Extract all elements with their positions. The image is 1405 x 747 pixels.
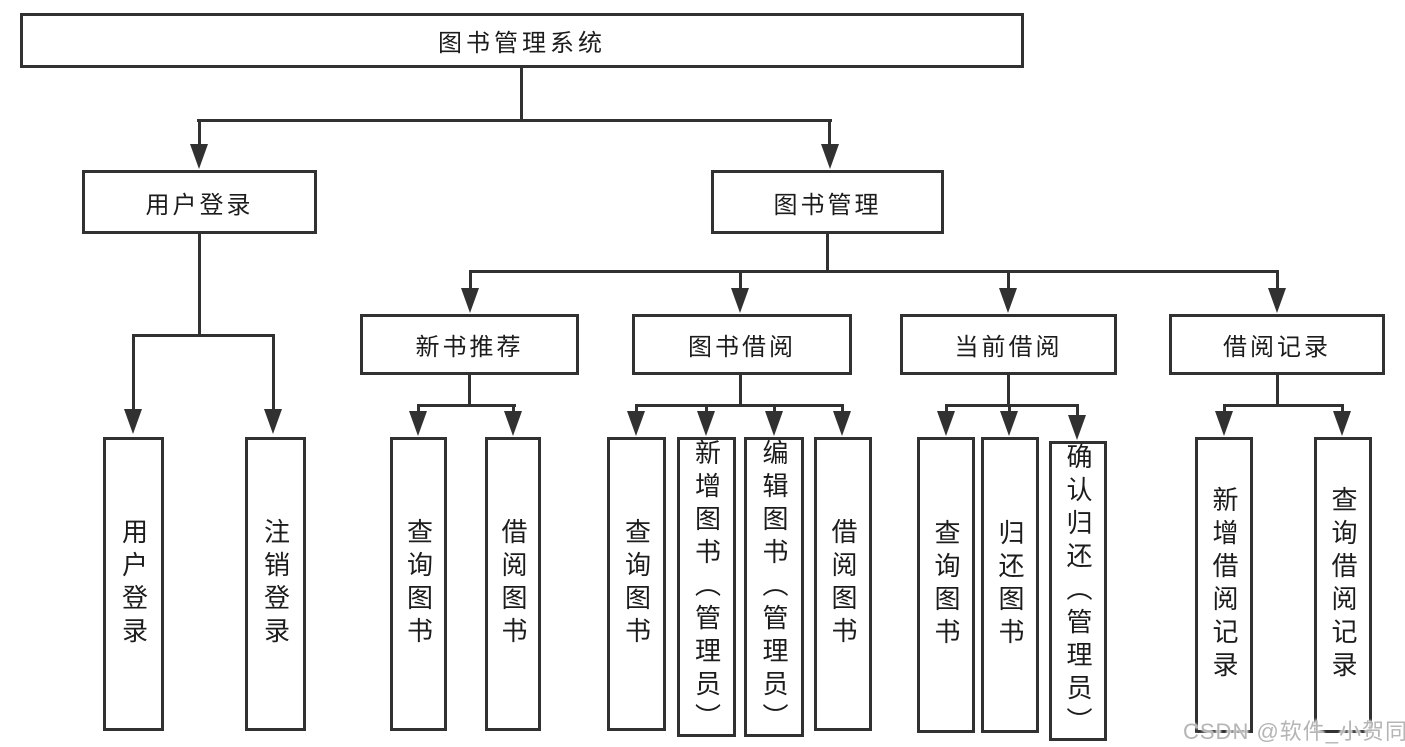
connector-arrow-shaft [773,404,776,414]
arrow-down-icon [833,411,851,436]
node-current-borrow-label: 当前借阅 [954,334,1063,361]
connector-root-crossbar [197,119,832,122]
leaf-confirm-return-admin-label: 确认归还（管理员） [1063,442,1093,740]
leaf-borrow-books-recommend: 借阅图书 [485,437,541,731]
connector-arrow-shaft [1007,270,1010,290]
leaf-borrow-books: 借阅图书 [814,437,872,731]
leaf-logout-label: 注销登录 [260,518,291,650]
connector-groupA-stem [468,375,471,407]
leaf-edit-books-admin-label: 编辑图书（管理员） [759,438,789,736]
connector-user-login-crossbar [132,334,275,337]
leaf-return-books-label: 归还图书 [995,519,1025,651]
leaf-query-books-current-label: 查询图书 [931,519,961,651]
connector-arrow-shaft [705,404,708,414]
node-borrow-records: 借阅记录 [1169,314,1385,375]
connector-arrow-shaft [635,404,638,414]
connector-arrow-shaft [469,270,472,290]
leaf-query-books-borrow-label: 查询图书 [621,518,652,650]
connector-arrow-shaft [1076,404,1079,418]
node-book-borrow-label: 图书借阅 [688,334,796,361]
leaf-user-login: 用户登录 [103,437,164,731]
connector-arrow-shaft [512,404,515,414]
arrow-down-icon [1215,411,1233,436]
connector-arrow-shaft [1341,404,1344,414]
arrow-down-icon [627,411,645,436]
connector-user-login-stem [198,234,201,337]
arrow-down-icon [999,288,1017,313]
connector-arrow-shaft [272,334,275,412]
connector-root-stem [520,68,523,122]
arrow-down-icon [1000,411,1018,436]
connector-arrow-shaft [1276,270,1279,290]
leaf-add-borrow-record-label: 新增借阅记录 [1209,486,1239,684]
leaf-confirm-return-admin: 确认归还（管理员） [1049,441,1107,741]
node-user-login-label: 用户登录 [145,191,254,219]
connector-arrow-shaft-book-mgmt [828,119,831,147]
arrow-down-icon [264,409,282,434]
leaf-add-books-admin-label: 新增图书（管理员） [691,438,722,736]
node-root-library-system: 图书管理系统 [20,13,1024,68]
leaf-query-borrow-record-label: 查询借阅记录 [1328,486,1358,684]
leaf-logout: 注销登录 [245,437,306,731]
arrow-down-icon [461,288,479,313]
arrow-down-icon [697,411,715,436]
node-root-label: 图书管理系统 [438,30,606,57]
arrow-down-icon [1333,411,1351,436]
arrow-down-icon [504,411,522,436]
connector-arrow-shaft [739,270,742,290]
node-book-management-label: 图书管理 [773,191,882,219]
connector-arrow-shaft [945,404,948,414]
leaf-query-books-recommend: 查询图书 [390,437,447,731]
leaf-borrow-books-label: 借阅图书 [828,518,858,650]
node-new-book-recommend-label: 新书推荐 [415,334,524,361]
arrow-down-icon [124,409,142,434]
connector-groupB-crossbar [635,404,844,407]
leaf-add-books-admin: 新增图书（管理员） [677,437,736,737]
csdn-watermark: CSDN @软件_小贺同学 [1183,719,1405,744]
connector-arrow-shaft-user-login [198,119,201,147]
leaf-query-books-borrow: 查询图书 [607,437,666,731]
connector-arrow-shaft [417,404,420,414]
node-book-borrow: 图书借阅 [632,314,852,375]
leaf-query-books-recommend-label: 查询图书 [403,518,434,650]
connector-groupC-stem [1007,375,1010,407]
connector-groupB-stem [739,375,742,407]
leaf-query-borrow-record: 查询借阅记录 [1314,437,1372,733]
connector-arrow-shaft [841,404,844,414]
connector-book-mgmt-stem [826,234,829,273]
node-borrow-records-label: 借阅记录 [1223,334,1331,361]
arrow-down-icon [190,144,208,169]
connector-arrow-shaft [1008,404,1011,414]
arrow-down-icon [409,411,427,436]
connector-groupA-crossbar [417,404,516,407]
arrow-down-icon [937,411,955,436]
connector-groupC-crossbar [945,404,1079,407]
node-user-login: 用户登录 [82,170,317,234]
arrow-down-icon [1068,415,1086,440]
leaf-return-books: 归还图书 [981,437,1039,733]
leaf-query-books-current: 查询图书 [917,437,975,733]
connector-arrow-shaft [1223,404,1226,414]
arrow-down-icon [1268,288,1286,313]
node-book-management: 图书管理 [711,170,944,234]
node-new-book-recommend: 新书推荐 [360,314,579,375]
connector-groupD-crossbar [1223,404,1344,407]
connector-groupD-stem [1276,375,1279,407]
node-current-borrow: 当前借阅 [900,314,1117,375]
arrow-down-icon [731,288,749,313]
arrow-down-icon [821,144,839,169]
leaf-user-login-label: 用户登录 [118,518,149,650]
connector-arrow-shaft [132,334,135,412]
arrow-down-icon [765,411,783,436]
leaf-edit-books-admin: 编辑图书（管理员） [744,437,804,737]
leaf-add-borrow-record: 新增借阅记录 [1195,437,1253,733]
connector-book-mgmt-crossbar [469,270,1279,273]
leaf-borrow-books-recommend-label: 借阅图书 [498,518,528,650]
